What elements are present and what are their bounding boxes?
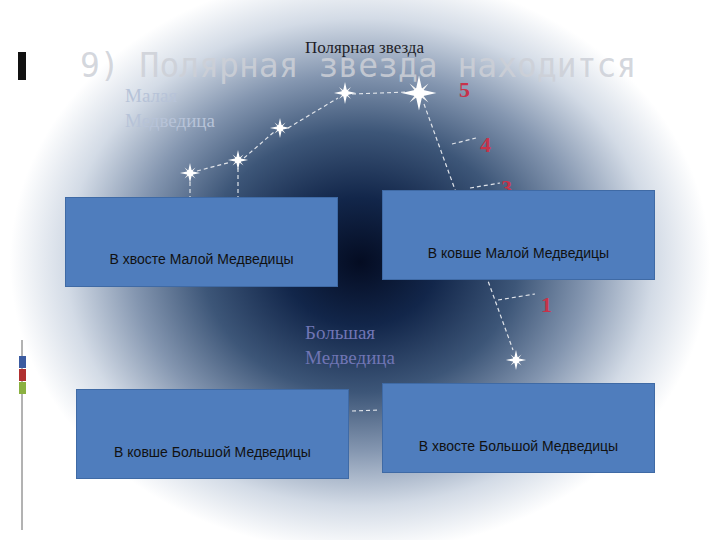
answer-text: В хвосте Большой Медведицы (419, 438, 618, 456)
star (506, 350, 526, 370)
answer-text: В ковше Малой Медведицы (428, 245, 609, 263)
star (228, 150, 248, 170)
answer-box: В хвосте Большой Медведицы (382, 383, 655, 473)
answer-box: В ковше Малой Медведицы (382, 190, 655, 280)
slide-marker (19, 356, 26, 368)
callout-number: 1 (541, 291, 552, 320)
slide-marker (19, 369, 26, 381)
slide-rule (22, 340, 23, 530)
star-name: Полярная звезда (305, 37, 424, 59)
slide-marker (18, 52, 26, 80)
answer-text: В хвосте Малой Медведицы (110, 251, 294, 269)
answer-box: В хвосте Малой Медведицы (65, 197, 338, 287)
constellation-name: Малая Медведица (125, 84, 235, 133)
star (334, 82, 356, 104)
slide-marker (19, 382, 26, 394)
callout-number: 5 (459, 76, 470, 105)
answer-text: В ковше Большой Медведицы (114, 444, 311, 462)
callout-number: 4 (480, 131, 491, 160)
star (270, 118, 290, 138)
answer-box: В ковше Большой Медведицы (76, 389, 349, 479)
star (180, 163, 200, 183)
constellation-name: Большая Медведица (305, 321, 455, 370)
